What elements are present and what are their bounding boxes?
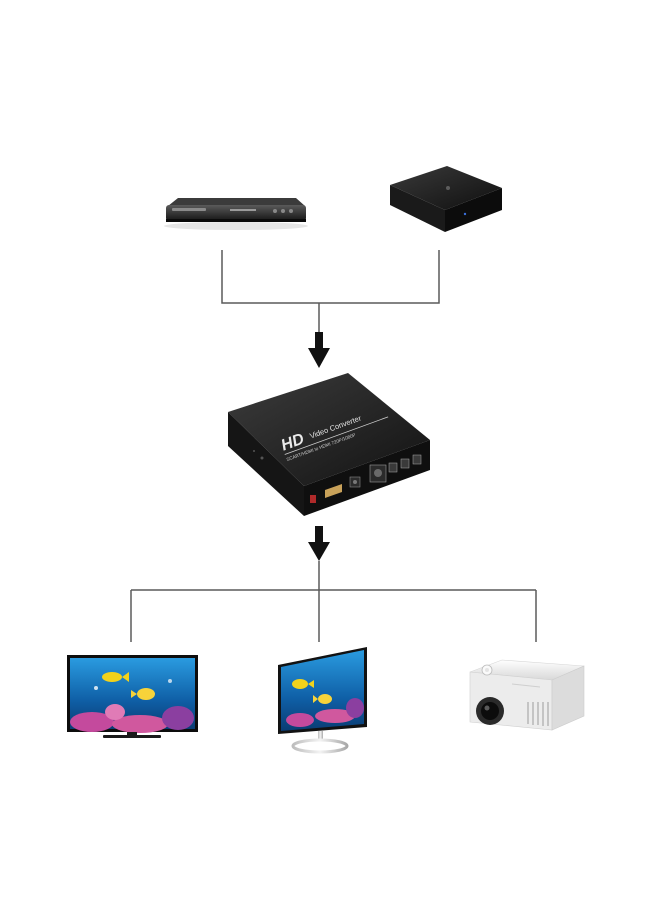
dvd-player-icon: [164, 198, 308, 230]
tv-box-icon: [390, 166, 502, 232]
projector-icon: [469, 659, 585, 731]
connector-dvd: [221, 250, 319, 304]
input-connectors: [221, 250, 440, 335]
button-3: [412, 454, 422, 465]
video-converter-icon: HD Video Converter SCART/HDMI to HDMI 72…: [228, 373, 430, 516]
connector-tv-box: [319, 250, 440, 304]
power-led: [310, 495, 316, 503]
arrow-down-to-converter: [308, 332, 330, 368]
button-1: [388, 462, 398, 473]
button-2: [400, 458, 410, 469]
converter-ports: [310, 454, 422, 503]
monitor-icon: [278, 647, 367, 754]
output-connectors: [130, 561, 537, 642]
arrow-down-from-converter: [308, 526, 330, 561]
hdmi-port: [325, 484, 342, 498]
flat-tv-icon: [67, 655, 198, 738]
